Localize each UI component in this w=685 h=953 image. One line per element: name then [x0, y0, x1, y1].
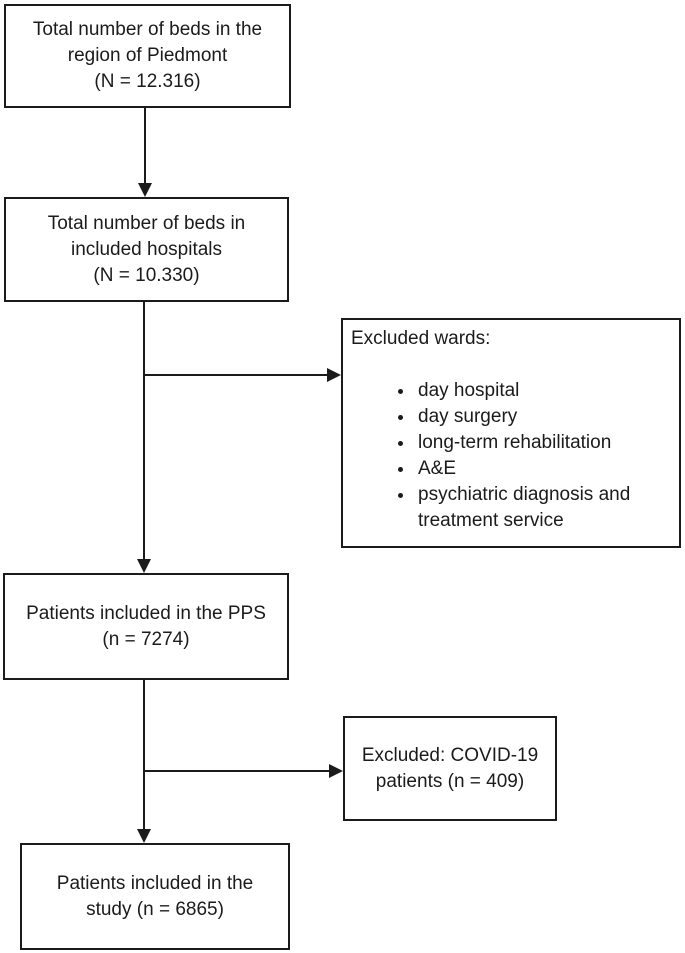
box-text-line: (N = 12.316) — [94, 71, 201, 92]
excluded-wards-item: day hospital — [415, 378, 671, 404]
excluded-wards-item: long-term rehabilitation — [415, 430, 671, 456]
box-region-beds: Total number of beds in the region of Pi… — [4, 4, 291, 108]
excluded-wards-item: A&E — [415, 456, 671, 482]
box-text-line: study (n = 6865) — [86, 898, 224, 920]
box-excluded-wards: Excluded wards: day hospital day surgery… — [341, 318, 681, 548]
box-pps-patients: Patients included in the PPS (n = 7274) — [3, 573, 289, 680]
box-excluded-covid: Excluded: COVID-19 patients (n = 409) — [343, 716, 557, 821]
excluded-wards-title: Excluded wards: — [351, 328, 491, 349]
box-text-line: Total number of beds in the — [32, 19, 263, 40]
box-text-line: Excluded: COVID-19 — [361, 744, 539, 766]
box-text-line: patients (n = 409) — [375, 770, 525, 792]
box-text-line: (n = 7274) — [102, 628, 190, 650]
arrowhead-right-icon — [327, 368, 341, 382]
box-text-line: Total number of beds in — [47, 212, 246, 234]
box-text-line: (N = 10.330) — [93, 264, 200, 286]
box-text-line: Patients included in the — [56, 872, 254, 894]
box-text-line: region of Piedmont — [67, 45, 228, 66]
excluded-wards-item: day surgery — [415, 404, 671, 430]
arrowhead-down-icon — [137, 829, 151, 843]
arrowhead-down-icon — [137, 559, 151, 573]
excluded-wards-item: psychiatric diagnosis and treatment serv… — [415, 482, 671, 534]
arrowhead-right-icon — [329, 764, 343, 778]
box-text-line: Patients included in the PPS — [26, 602, 266, 624]
arrowhead-down-icon — [138, 183, 152, 197]
box-study-patients: Patients included in the study (n = 6865… — [20, 843, 290, 950]
box-text-line: included hospitals — [70, 238, 223, 260]
excluded-wards-list: day hospital day surgery long-term rehab… — [351, 378, 671, 534]
box-hospital-beds: Total number of beds in included hospita… — [4, 197, 289, 302]
